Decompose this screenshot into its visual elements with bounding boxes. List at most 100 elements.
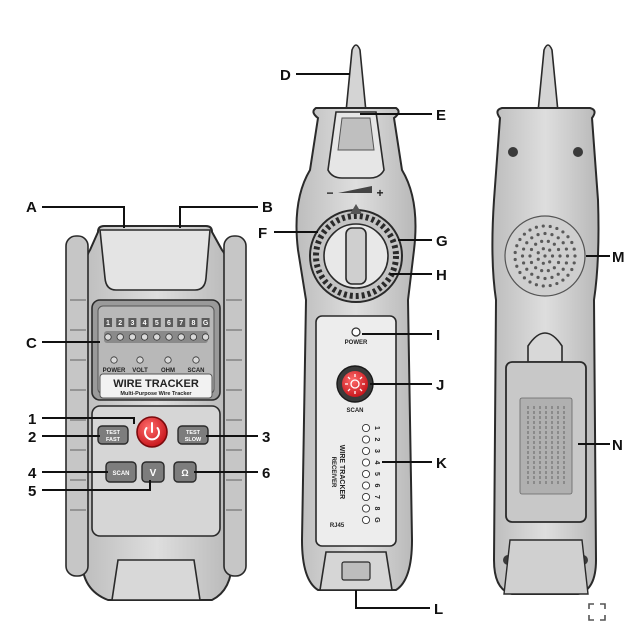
receiver-pin-leds — [361, 423, 371, 525]
speaker-hole — [529, 247, 534, 252]
led-number-label: 7 — [179, 320, 183, 327]
receiver-power-led — [351, 327, 361, 337]
receiver-power-label: POWER — [345, 340, 368, 346]
transmitter-grip-ridges — [70, 299, 242, 511]
speaker-hole — [548, 224, 552, 229]
mode-led — [136, 356, 144, 364]
callout-i: I — [436, 327, 440, 344]
speaker-hole — [572, 261, 576, 265]
callout-line-a — [42, 206, 125, 228]
callout-m: M — [612, 249, 625, 266]
led-number-box — [165, 318, 173, 327]
pin-led — [361, 481, 371, 490]
ohm-button[interactable]: Ω — [173, 461, 197, 483]
mode-label: OHM — [161, 368, 175, 374]
led-number-label: 4 — [143, 320, 147, 327]
receiver-vertical-title: WIRE TRACKER RECEIVER — [330, 445, 345, 499]
volt-button[interactable]: V — [141, 461, 165, 483]
pin-led — [361, 469, 371, 479]
power-button[interactable] — [136, 416, 168, 448]
led-number-box — [128, 318, 137, 327]
callout-b: B — [262, 199, 273, 216]
callout-2: 2 — [28, 429, 36, 446]
speaker-hole — [540, 239, 544, 243]
led-number-label: G — [203, 320, 209, 327]
volume-dial[interactable] — [309, 204, 403, 303]
speaker-hole — [529, 260, 534, 265]
expand-icon[interactable] — [588, 603, 606, 621]
speaker-hole — [536, 233, 540, 237]
speaker-hole — [515, 244, 519, 248]
speaker-hole — [541, 284, 545, 288]
scan-button[interactable]: SCAN — [105, 461, 137, 483]
wire-led — [141, 333, 149, 341]
speaker-hole — [561, 241, 565, 245]
speaker-hole — [550, 254, 555, 258]
callout-lines — [42, 73, 610, 609]
speaker-hole — [522, 232, 527, 236]
test-slow-button[interactable]: TEST SLOW — [177, 425, 209, 445]
led-number-label: 8 — [191, 320, 195, 327]
speaker-hole — [561, 230, 565, 234]
power-icon — [144, 422, 160, 441]
speaker-hole — [534, 242, 538, 246]
speaker-hole — [522, 276, 527, 280]
led-number-box — [189, 318, 198, 327]
callout-1: 1 — [28, 411, 36, 428]
wire-led — [202, 333, 210, 341]
speaker-hole — [546, 269, 550, 273]
callout-5: 5 — [28, 483, 36, 500]
pin-led — [361, 492, 371, 502]
speaker-hole — [530, 272, 534, 276]
speaker-hole — [552, 266, 556, 270]
callout-line-1 — [42, 417, 135, 424]
speaker-hole — [530, 236, 534, 240]
led-number-box — [152, 318, 161, 327]
pin-led — [361, 458, 371, 467]
receiver-scan-label: SCAN — [346, 408, 363, 414]
speaker-hole — [573, 254, 577, 258]
transmitter-title: WIRE TRACKER — [113, 378, 199, 390]
speaker-hole — [513, 250, 517, 255]
pin-led — [361, 423, 371, 433]
speaker-hole — [518, 270, 522, 275]
led-number-label: 5 — [155, 320, 159, 327]
mode-label: POWER — [103, 368, 126, 374]
transmitter-right-grip — [223, 235, 247, 577]
callout-6: 6 — [262, 465, 270, 482]
callout-e: E — [436, 107, 446, 124]
receiver-back-foot — [503, 539, 589, 595]
volume-plus-label: + — [376, 186, 383, 200]
speaker-hole — [543, 231, 547, 236]
led-number-label: 6 — [167, 320, 171, 327]
speaker-hole — [548, 248, 552, 252]
dial-indicator-icon — [350, 204, 362, 214]
pin-number-label: 8 — [373, 507, 380, 511]
pin-number-label: 1 — [373, 426, 380, 430]
callout-4: 4 — [28, 465, 37, 482]
speaker-hole — [536, 257, 540, 261]
test-fast-label-line2: FAST — [106, 437, 121, 443]
wire-led — [116, 333, 124, 341]
speaker-hole — [548, 260, 552, 264]
callout-line-b — [179, 206, 258, 228]
transmitter-connector-port — [99, 229, 211, 291]
wire-led — [165, 333, 173, 341]
pin-number-label: 4 — [373, 461, 380, 465]
ohm-button-label: Ω — [181, 468, 188, 478]
speaker-hole — [566, 235, 570, 239]
speaker-hole — [556, 260, 561, 265]
callout-f: F — [258, 225, 267, 242]
speaker-hole — [561, 278, 565, 282]
speaker-hole — [555, 281, 559, 286]
mode-led — [164, 356, 172, 364]
speaker-hole — [555, 226, 559, 231]
receiver-head-light — [337, 117, 375, 151]
test-fast-button[interactable]: TEST FAST — [97, 425, 129, 445]
transmitter-status-leds — [104, 333, 210, 341]
receiver-scan-button[interactable] — [336, 365, 374, 403]
